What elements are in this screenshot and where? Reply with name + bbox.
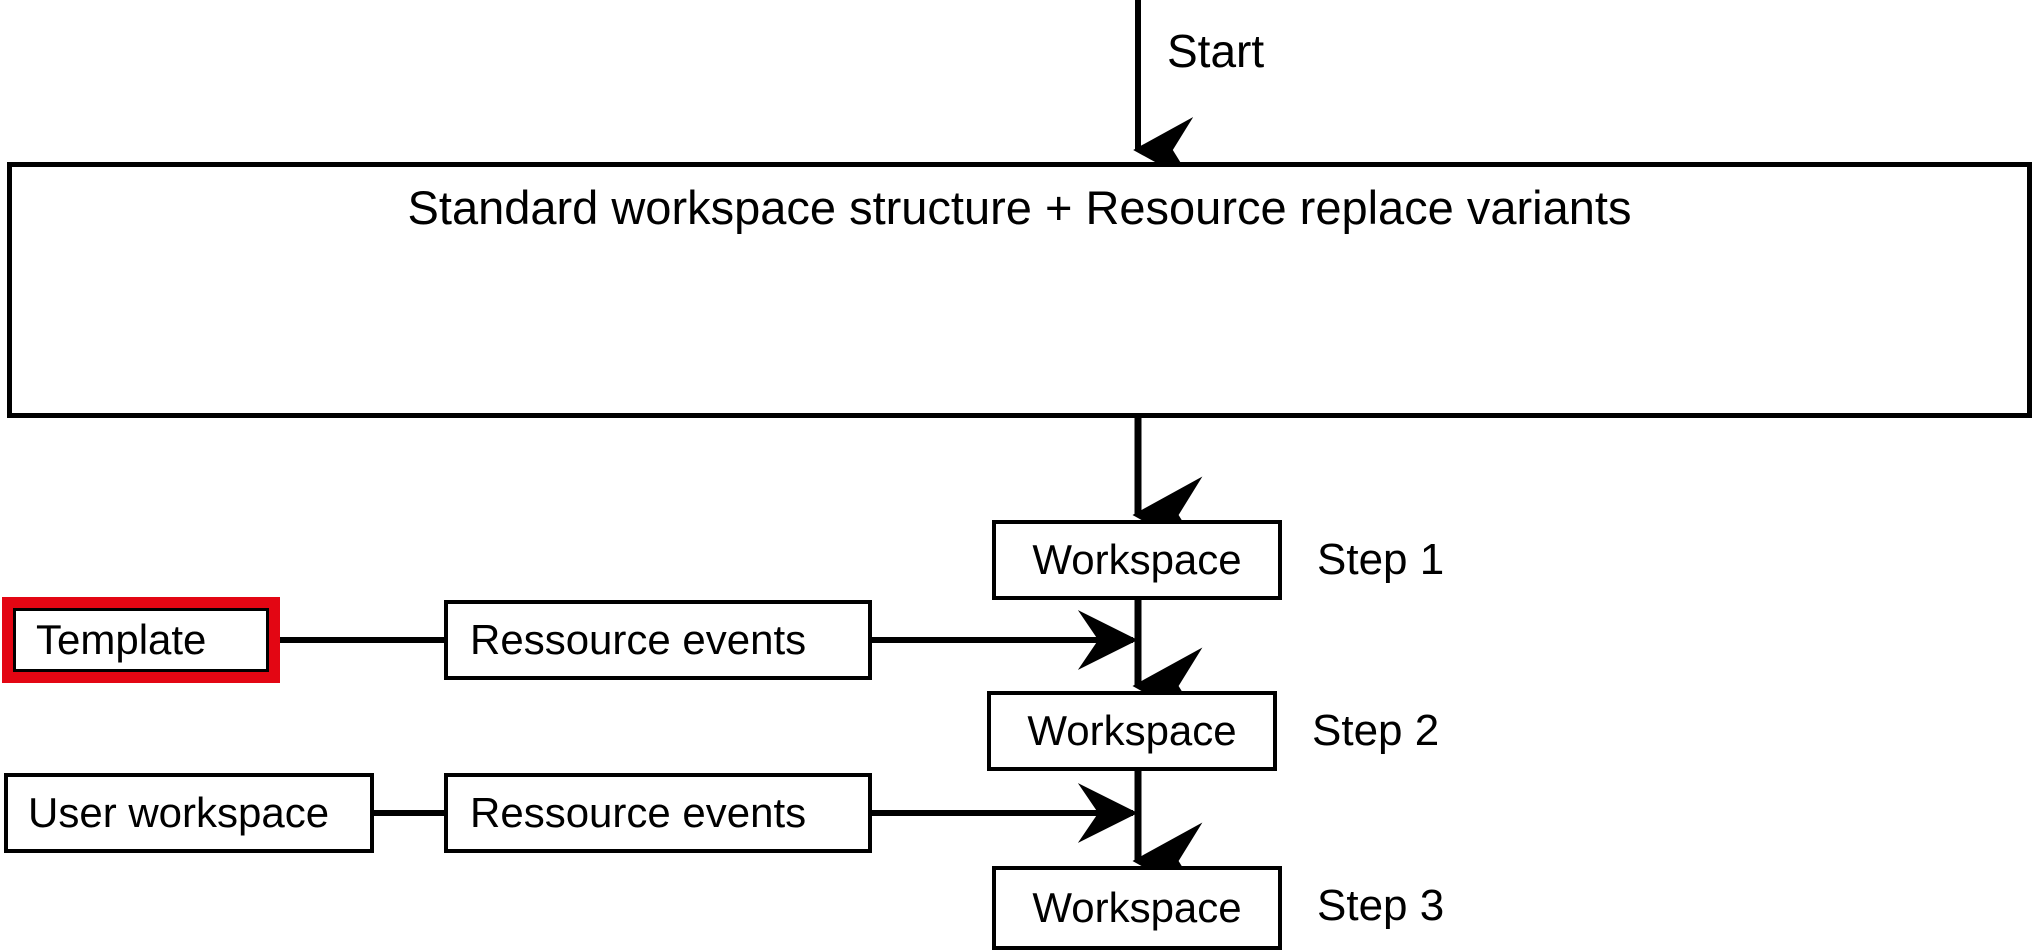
workspace-node-step-1-label: Workspace	[1032, 536, 1242, 583]
workspace-node-step-2: Workspace	[987, 691, 1277, 771]
workspace-node-step-3: Workspace	[992, 866, 1282, 950]
template-node-highlighted: Template	[2, 597, 280, 683]
template-node-inner: Template	[13, 608, 269, 672]
ressource-events-node-2: Ressource events	[444, 773, 872, 853]
workspace-node-step-3-label: Workspace	[1032, 884, 1242, 931]
user-workspace-node-label: User workspace	[28, 789, 330, 836]
ressource-events-node-1: Ressource events	[444, 600, 872, 680]
workspace-node-step-1: Workspace	[992, 520, 1282, 600]
start-label: Start	[1167, 25, 1265, 77]
user-workspace-node: User workspace	[4, 773, 374, 853]
banner-node-label: Standard workspace structure + Resource …	[407, 181, 1632, 234]
step-label-3: Step 3	[1317, 881, 1445, 930]
ressource-events-node-2-label: Ressource events	[470, 789, 807, 836]
banner-node: Standard workspace structure + Resource …	[7, 162, 2032, 418]
step-label-1: Step 1	[1317, 535, 1445, 584]
step-label-2: Step 2	[1312, 706, 1440, 755]
ressource-events-node-1-label: Ressource events	[470, 616, 807, 663]
workspace-node-step-2-label: Workspace	[1027, 707, 1237, 754]
template-node-label: Template	[36, 616, 207, 663]
